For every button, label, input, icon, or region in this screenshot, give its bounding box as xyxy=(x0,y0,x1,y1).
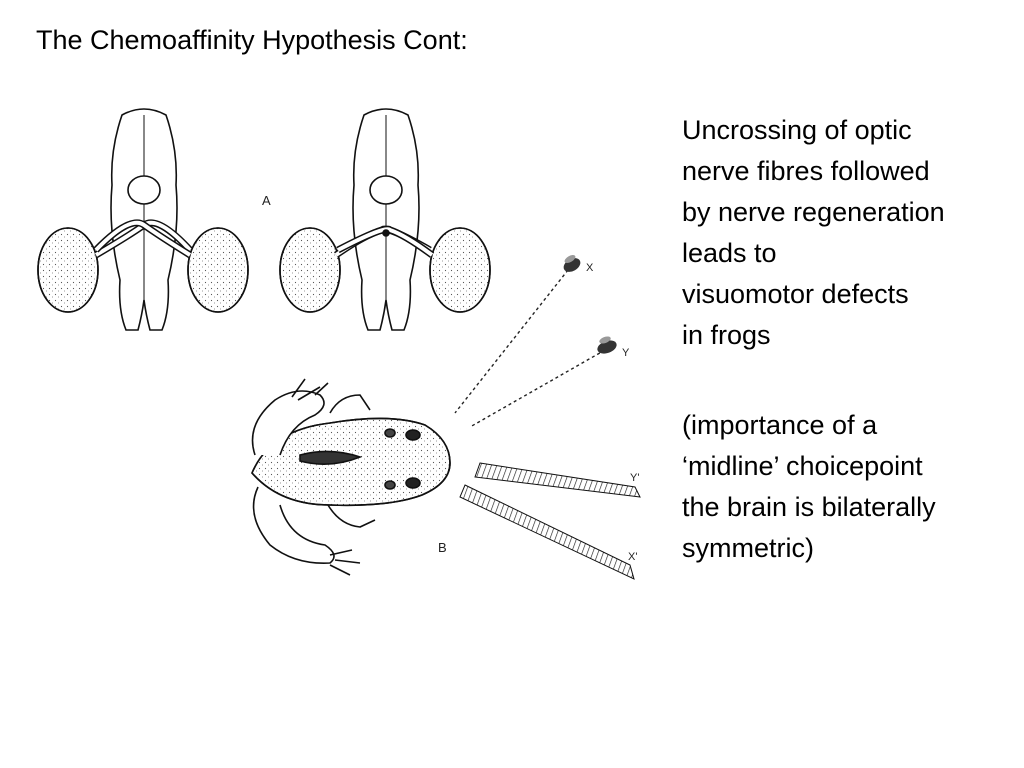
frog-drawing xyxy=(251,378,451,576)
panel-b-label: B xyxy=(438,540,447,555)
text-line: Uncrossing of optic xyxy=(682,115,912,145)
fly-x-target xyxy=(454,255,581,414)
slide-title: The Chemoaffinity Hypothesis Cont: xyxy=(36,25,468,55)
text-line: nerve fibres followed xyxy=(682,156,930,186)
text-line: (importance of a xyxy=(682,410,878,440)
image-x-label: X' xyxy=(628,551,637,563)
text-line: the brain is bilaterally xyxy=(682,492,936,522)
brain-uncrossed-drawing xyxy=(279,108,491,331)
text-line: ‘midline’ choicepoint xyxy=(682,451,923,481)
strike-x-prime xyxy=(459,484,635,580)
fly-y-label: Y xyxy=(622,347,630,359)
strike-y-prime xyxy=(474,462,641,498)
brain-normal-drawing xyxy=(37,108,249,331)
image-y-label: Y' xyxy=(630,472,639,484)
text-line: in frogs xyxy=(682,320,771,350)
frog-optic-nerve-figure: A X Y Y' X' xyxy=(30,95,645,590)
fly-y-target xyxy=(469,336,617,428)
text-line: leads to xyxy=(682,238,777,268)
text-line: by nerve regeneration xyxy=(682,197,945,227)
text-midline-choicepoint: (importance of a ‘midline’ choicepoint t… xyxy=(682,405,936,569)
fly-x-label: X xyxy=(586,262,594,274)
figure-drawing: A X Y Y' X' xyxy=(37,108,641,580)
text-line: symmetric) xyxy=(682,533,814,563)
fly-y-icon xyxy=(597,340,617,354)
panel-a-label: A xyxy=(262,193,271,208)
text-visuomotor-defects: Uncrossing of optic nerve fibres followe… xyxy=(682,110,945,356)
text-line: visuomotor defects xyxy=(682,279,909,309)
